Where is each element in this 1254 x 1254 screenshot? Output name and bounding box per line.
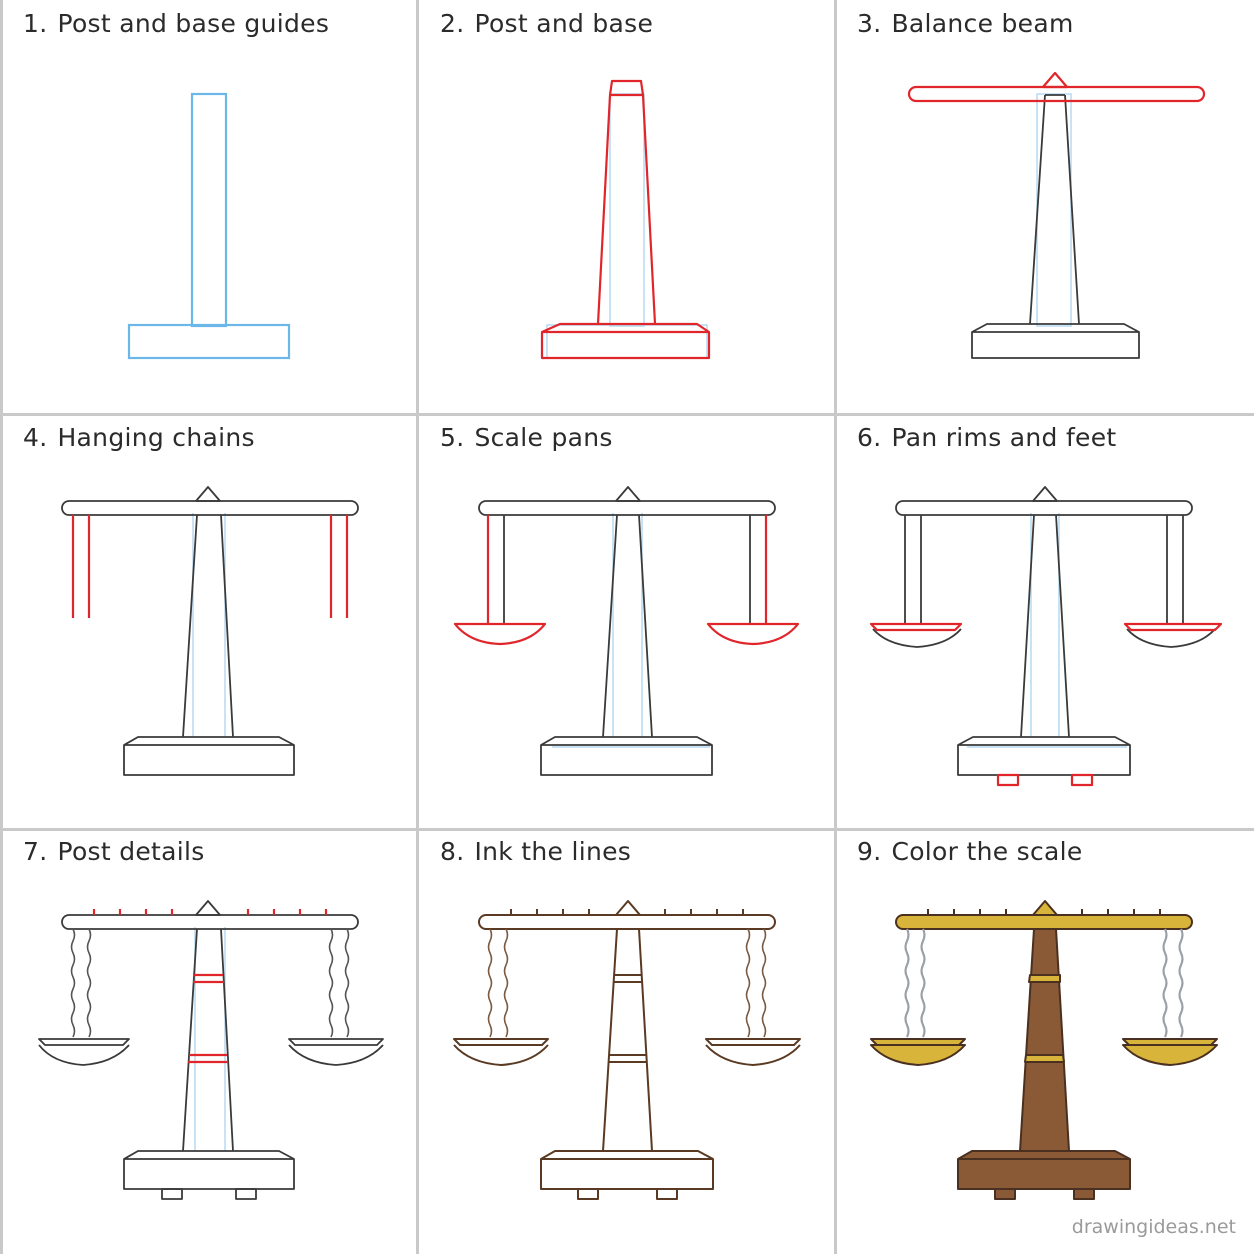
- grid-divider: [0, 828, 1254, 831]
- step-title: 4. Hanging chains: [23, 423, 255, 452]
- gold-pan-left: [870, 1044, 966, 1066]
- step-number: 3.: [857, 9, 882, 38]
- chains: [487, 928, 767, 1038]
- right-pan: [706, 622, 800, 646]
- step-2-drawing: [540, 79, 711, 360]
- step-label: Ink the lines: [474, 837, 632, 866]
- step-label: Balance beam: [891, 9, 1074, 38]
- post-outline: [596, 79, 657, 325]
- grid-divider: [416, 0, 419, 1254]
- step-number: 7.: [23, 837, 48, 866]
- step-title: 8. Ink the lines: [440, 837, 631, 866]
- gold-pan-right: [1122, 1044, 1218, 1066]
- chains: [71, 515, 349, 618]
- step-panel-8: 8. Ink the lines: [420, 831, 834, 1244]
- step-6-drawing: [869, 486, 1223, 787]
- step-label: Post and base: [474, 9, 654, 38]
- post-guide: [190, 92, 228, 328]
- step-title: 9. Color the scale: [857, 837, 1083, 866]
- step-panel-5: 5. Scale pans: [420, 417, 834, 830]
- lower-band: [188, 1053, 228, 1064]
- step-panel-7: 7. Post details: [3, 831, 417, 1244]
- chains: [904, 928, 1184, 1038]
- grid-divider: [834, 0, 837, 1254]
- step-label: Post details: [57, 837, 205, 866]
- step-number: 6.: [857, 423, 882, 452]
- gold-band-upper: [1028, 974, 1061, 983]
- left-foot: [996, 773, 1020, 787]
- chains: [70, 928, 350, 1038]
- base-guide: [127, 323, 291, 360]
- step-number: 4.: [23, 423, 48, 452]
- step-number: 9.: [857, 837, 882, 866]
- step-panel-1: 1. Post and base guides: [3, 3, 417, 416]
- step-number: 5.: [440, 423, 465, 452]
- colored-base: [957, 1150, 1131, 1190]
- step-number: 8.: [440, 837, 465, 866]
- step-label: Color the scale: [891, 837, 1083, 866]
- left-pan-rim: [869, 622, 963, 632]
- watermark: drawingideas.net: [1071, 1216, 1236, 1238]
- step-number: 1.: [23, 9, 48, 38]
- step-8-drawing: [453, 900, 801, 1200]
- grid-divider: [0, 0, 3, 1254]
- step-1-drawing: [127, 92, 291, 360]
- step-title: 2. Post and base: [440, 9, 653, 38]
- step-label: Post and base guides: [57, 9, 330, 38]
- gold-beam: [895, 914, 1193, 930]
- step-3-drawing: [907, 71, 1206, 359]
- step-panel-6: 6. Pan rims and feet: [837, 417, 1251, 830]
- step-5-drawing: [453, 486, 800, 776]
- grid-divider: [0, 413, 1254, 416]
- step-4-drawing: [61, 486, 359, 776]
- step-title: 5. Scale pans: [440, 423, 613, 452]
- right-pan-rim: [1123, 622, 1223, 632]
- step-panel-9: 9. Color the scale: [837, 831, 1251, 1244]
- step-panel-2: 2. Post and base: [420, 3, 834, 416]
- left-pan: [453, 622, 547, 646]
- colored-post: [1019, 928, 1070, 1152]
- step-9-drawing: [870, 900, 1218, 1200]
- step-title: 1. Post and base guides: [23, 9, 329, 38]
- step-label: Scale pans: [474, 423, 613, 452]
- step-label: Hanging chains: [57, 423, 255, 452]
- step-panel-3: 3. Balance beam: [837, 3, 1251, 416]
- upper-band: [193, 973, 224, 984]
- step-title: 3. Balance beam: [857, 9, 1074, 38]
- step-number: 2.: [440, 9, 465, 38]
- step-title: 6. Pan rims and feet: [857, 423, 1117, 452]
- step-panel-4: 4. Hanging chains: [3, 417, 417, 830]
- right-foot: [1070, 773, 1094, 787]
- gold-band-lower: [1024, 1054, 1065, 1063]
- base-outline: [540, 322, 711, 360]
- step-title: 7. Post details: [23, 837, 205, 866]
- step-7-drawing: [38, 900, 384, 1200]
- step-label: Pan rims and feet: [891, 423, 1117, 452]
- post-cap: [1041, 71, 1069, 89]
